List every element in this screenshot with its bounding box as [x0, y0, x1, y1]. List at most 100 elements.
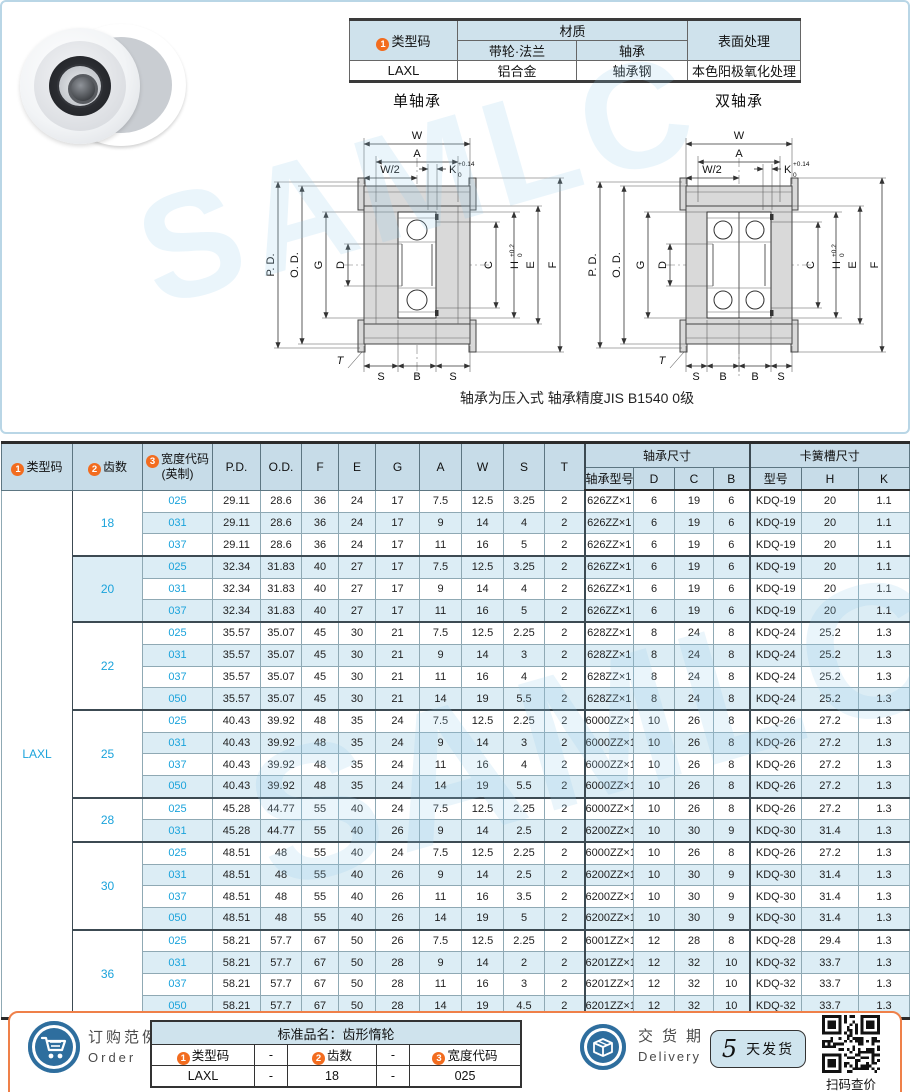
cell-value: 9: [419, 731, 462, 755]
cell-value: 19: [674, 533, 714, 557]
cell-value: 19: [674, 489, 714, 513]
cell-value: 35.07: [260, 687, 302, 711]
info-type-code-value: LAXL: [349, 60, 458, 82]
cell-value: 20: [801, 599, 860, 623]
cell-value: 7.5: [419, 928, 462, 953]
cell-value: 4: [503, 577, 545, 601]
cell-value: KDQ-19: [748, 599, 803, 623]
dim-k-tol-upper: +0.14: [458, 161, 475, 168]
cell-value: 35: [338, 708, 376, 733]
cell-value: 628ZZ×1: [583, 665, 634, 689]
cell-value: 44.77: [260, 819, 302, 843]
cell-value: 17: [375, 489, 420, 513]
cell-value: 10: [633, 774, 675, 799]
svg-text:O. D.: O. D.: [611, 252, 623, 278]
cell-value: 6000ZZ×1: [583, 840, 634, 865]
cell-value: 2: [544, 731, 585, 755]
cell-value: 6: [633, 577, 675, 601]
cell-width-code: 037: [142, 885, 213, 909]
cell-width-code: 025: [142, 621, 213, 645]
cell-value: 24: [375, 840, 420, 865]
cell-value: 29.11: [212, 489, 261, 513]
circled-1-icon: 1: [176, 1052, 190, 1065]
cell-value: 48: [260, 840, 302, 865]
cell-value: 1.3: [858, 907, 910, 931]
cell-value: 26: [375, 928, 420, 953]
svg-text:+0.14: +0.14: [793, 161, 810, 168]
cell-value: 58.21: [212, 951, 261, 975]
cell-value: 8: [712, 643, 751, 667]
qr-caption: 扫码查价: [825, 1078, 876, 1092]
cell-value: 12.5: [461, 796, 504, 821]
info-pulley-flange-header: 带轮·法兰: [457, 40, 577, 61]
cell-value: 1.3: [858, 731, 910, 755]
dim-label-c: C: [483, 261, 495, 269]
delivery-days-suffix: 天发货: [746, 1041, 795, 1057]
cell-value: 24: [674, 621, 714, 645]
cell-value: 35.57: [212, 621, 261, 645]
cell-value: 39.92: [260, 774, 302, 799]
cell-value: 28.6: [260, 533, 302, 557]
circled-1-icon: 1: [11, 462, 25, 476]
cell-value: 16: [461, 599, 504, 623]
cell-value: 24: [375, 796, 420, 821]
cell-value: 32: [674, 951, 714, 975]
cell-value: KDQ-26: [748, 731, 803, 755]
cell-value: 24: [674, 643, 714, 667]
dim-label-d: D: [335, 261, 347, 269]
cell-value: 2: [544, 840, 585, 865]
cell-value: 26: [375, 907, 420, 931]
cell-width-code: 025: [142, 708, 213, 733]
cell-value: 57.7: [260, 928, 302, 953]
info-bearing-material-value: 轴承钢: [576, 60, 688, 82]
cell-value: 2.25: [503, 708, 545, 733]
cell-value: 2: [544, 796, 585, 821]
cell-value: 1.3: [858, 863, 910, 887]
delivery-label-en: Delivery: [638, 1049, 701, 1064]
svg-text:A: A: [735, 148, 743, 160]
cell-value: 628ZZ×1: [583, 621, 634, 645]
cell-width-code: 025: [142, 796, 213, 821]
cell-value: 40: [338, 885, 376, 909]
cell-value: 30: [338, 621, 376, 645]
cell-value: 39.92: [260, 731, 302, 755]
cell-value: KDQ-19: [748, 511, 803, 535]
cell-value: 12.5: [461, 621, 504, 645]
cell-width-code: 037: [142, 753, 213, 776]
double-bearing-drawing: W A W/2 K +0.14 0 P. D. O. D.: [587, 130, 904, 383]
header-dim-P.D.: P.D.: [212, 442, 261, 491]
cell-value: 6: [712, 533, 751, 557]
cell-value: 5: [503, 533, 545, 557]
cell-value: 67: [301, 928, 339, 953]
delivery-days: 5: [721, 1035, 738, 1063]
svg-text:K: K: [784, 164, 792, 176]
cell-value: 4: [503, 665, 545, 689]
cell-value: 4: [503, 753, 545, 776]
qr-code[interactable]: [822, 1015, 880, 1073]
order-value-width-code: 025: [409, 1065, 522, 1088]
cell-value: 2: [544, 973, 585, 996]
cell-value: 6200ZZ×1: [583, 863, 634, 887]
cell-value: 10: [633, 708, 675, 733]
cell-value: 8: [712, 840, 751, 865]
cell-value: 8: [712, 687, 751, 711]
dim-label-s: S: [449, 371, 456, 383]
cell-value: 21: [375, 687, 420, 711]
cell-value: 8: [712, 796, 751, 821]
cell-value: 17: [375, 511, 420, 535]
cell-value: 26: [674, 796, 714, 821]
cell-value: 9: [712, 819, 751, 843]
cell-value: 1.1: [858, 511, 910, 535]
cell-width-code: 037: [142, 665, 213, 689]
cell-value: 8: [712, 731, 751, 755]
cell-value: 12.5: [461, 708, 504, 733]
cell-value: 2: [544, 885, 585, 909]
cell-value: 32.34: [212, 599, 261, 623]
cell-value: 7.5: [419, 708, 462, 733]
cell-value: 2: [544, 621, 585, 645]
cell-value: 626ZZ×1: [583, 489, 634, 513]
cell-width-code: 025: [142, 840, 213, 865]
